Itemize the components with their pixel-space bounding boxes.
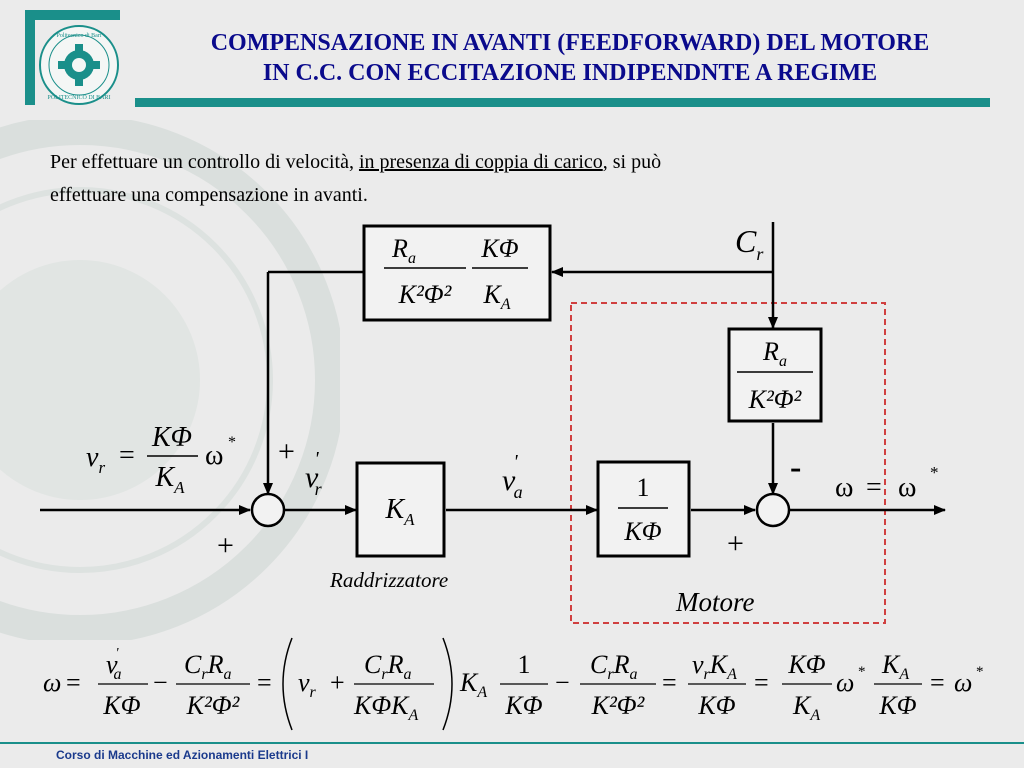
svg-text:K²Φ²: K²Φ²: [748, 385, 803, 414]
svg-text:KΦ: KΦ: [623, 517, 661, 546]
logo-bottom-text: POLITECNICO DI BARI: [48, 95, 111, 101]
sum2-plus: +: [727, 527, 744, 560]
svg-text:Ra: Ra: [391, 234, 416, 267]
motore-dashed-box: [570, 302, 886, 624]
svg-text:KΦKA: KΦKA: [353, 691, 418, 724]
svg-text:KΦ: KΦ: [504, 691, 542, 720]
svg-text:KA: KA: [792, 691, 820, 724]
svg-text:CrRa: CrRa: [590, 650, 637, 683]
svg-text:=: =: [119, 440, 135, 471]
svg-text:KA: KA: [154, 462, 185, 497]
svg-text:KA: KA: [482, 280, 510, 313]
svg-text:−: −: [555, 668, 570, 697]
svg-text:K²Φ²: K²Φ²: [398, 280, 453, 309]
svg-text:=: =: [930, 668, 945, 697]
svg-text:K²Φ²: K²Φ²: [186, 691, 241, 720]
body-text-underlined: in presenza di coppia di carico: [358, 151, 603, 173]
inverse-kphi-block: [596, 460, 691, 558]
svg-text:CrRa: CrRa: [184, 650, 231, 683]
sum-junction-1: [250, 492, 286, 528]
svg-text:Ra: Ra: [762, 337, 787, 370]
svg-text:vr: vr: [86, 442, 105, 477]
sum2-minus: -: [790, 449, 801, 486]
svg-text:ω: ω: [898, 472, 916, 503]
feedforward-block: [362, 224, 552, 322]
svg-text:CrRa: CrRa: [364, 650, 411, 683]
speed-equation: ω = v'a KΦ − CrRa K²Φ² = vr + CrRa KΦKA …: [43, 637, 984, 731]
svg-text:*: *: [228, 434, 236, 451]
svg-text:KΦ: KΦ: [878, 691, 916, 720]
svg-text:KA: KA: [459, 668, 487, 701]
va-prime-label: v'a: [502, 451, 523, 502]
footer-rule: [0, 742, 1024, 744]
page-title-line1: COMPENSAZIONE IN AVANTI (FEEDFORWARD) DE…: [210, 30, 930, 56]
svg-text:K²Φ²: K²Φ²: [591, 691, 646, 720]
footer-course: Corso di Macchine ed Azionamenti Elettri…: [56, 748, 309, 762]
svg-text:=: =: [866, 472, 882, 503]
svg-text:*: *: [858, 664, 866, 680]
vr-equation: vr = KΦ KA ω *: [86, 422, 236, 497]
body-line1: Per effettuare un controllo di velocità,…: [50, 146, 990, 179]
svg-text:*: *: [930, 463, 939, 482]
svg-text:KΦ: KΦ: [102, 691, 140, 720]
svg-text:KA: KA: [384, 494, 415, 529]
svg-text:KA: KA: [881, 650, 909, 683]
svg-text:=: =: [662, 668, 677, 697]
vr-prime-label: v'r: [305, 448, 323, 499]
svg-text:+: +: [330, 668, 345, 697]
gear-seal-icon: Politecnico di Bari POLITECNICO DI BARI: [39, 25, 119, 105]
svg-text:=: =: [257, 668, 272, 697]
svg-text:KΦ: KΦ: [697, 691, 735, 720]
svg-text:ω: ω: [836, 668, 854, 697]
raddrizzatore-label: Raddrizzatore: [329, 568, 448, 592]
sum1-plus-bottom: +: [217, 529, 234, 562]
svg-text:ω: ω: [43, 668, 61, 697]
svg-text:vrKA: vrKA: [692, 650, 737, 683]
watermark-seal-icon: [0, 120, 340, 640]
motore-label: Motore: [675, 587, 754, 617]
svg-text:KΦ: KΦ: [787, 650, 825, 679]
svg-text:ω: ω: [954, 668, 972, 697]
svg-text:=: =: [66, 668, 81, 697]
output-label: ω = ω *: [835, 463, 939, 503]
svg-text:−: −: [153, 668, 168, 697]
sum-junction-2: [755, 492, 791, 528]
svg-text:ω: ω: [835, 472, 853, 503]
svg-text:vr: vr: [298, 668, 317, 701]
ka-block: [355, 461, 446, 558]
page-title-line2: IN C.C. CON ECCITAZIONE INDIPENDNTE A RE…: [262, 60, 878, 86]
svg-text:*: *: [976, 664, 984, 680]
body-text-part2: , si può: [602, 151, 662, 173]
svg-text:KΦ: KΦ: [151, 422, 192, 453]
svg-text:1: 1: [637, 473, 650, 502]
load-block: [727, 327, 823, 423]
header-frame: [25, 10, 990, 107]
svg-text:ω: ω: [205, 440, 223, 471]
logo-top-text: Politecnico di Bari: [57, 33, 102, 39]
body-line2: effettuare una compensazione in avanti.: [50, 184, 368, 206]
load-torque-label: Cr: [735, 223, 764, 264]
svg-text:KΦ: KΦ: [480, 234, 518, 263]
svg-text:1: 1: [518, 650, 531, 679]
block-diagram: Ra K²Φ² KΦ KA Cr Ra K²Φ² vr = KΦ KA: [40, 222, 946, 624]
body-text-part1: Per effettuare un controllo di velocità,: [50, 151, 359, 173]
svg-text:v'a: v'a: [106, 646, 122, 683]
svg-text:=: =: [754, 668, 769, 697]
sum1-plus-top: +: [278, 435, 295, 468]
